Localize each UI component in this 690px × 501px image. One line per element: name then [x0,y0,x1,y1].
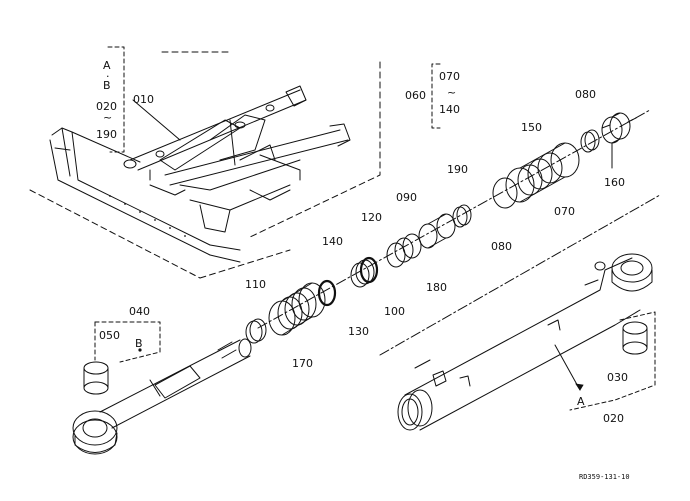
part-030-bushing [622,321,648,355]
label-190: 190 [447,163,468,176]
part-120 [386,233,422,268]
label-010: 010 [133,93,154,106]
label-120: 120 [361,211,382,224]
label-150: 150 [521,121,542,134]
part-090-collar [418,213,456,249]
label-090: 090 [396,191,417,204]
label-020: 020 [603,412,624,425]
range-from-070: 070 [439,70,460,83]
label-170: 170 [292,357,313,370]
label-160: 160 [604,176,625,189]
label-130: 130 [348,325,369,338]
ref-from-020: 020 [96,100,117,113]
dozer-frame [123,85,351,233]
label-080-top: 080 [575,88,596,101]
label-100: 100 [384,305,405,318]
label-140: 140 [322,235,343,248]
front-blade [49,127,241,263]
label-110: 110 [245,278,266,291]
ref-tilde: ~ [103,111,113,124]
label-070: 070 [554,205,575,218]
ref-a-letter: A [577,395,585,408]
drawing-code: RD359-131-10 [579,473,630,481]
label-060: 060 [405,89,426,102]
ref-dot: · [106,70,110,83]
label-080-mid: 080 [491,240,512,253]
part-160-nut [601,112,637,144]
ref-to-190: 190 [96,128,117,141]
ref-b-letter: B [135,337,143,350]
range-tilde: ~ [447,86,457,99]
part-110-gland [268,282,326,336]
label-180: 180 [426,281,447,294]
cylinder-tube [379,194,661,431]
part-150-piston [492,142,580,209]
piston-rod [72,338,252,455]
ref-letter-b: B [103,79,111,92]
label-030: 030 [607,371,628,384]
part-050-bushing [83,361,109,395]
range-to-140: 140 [439,103,460,116]
ref-letter-a: A [103,59,111,72]
label-050: 050 [99,329,120,342]
label-040: 040 [129,305,150,318]
